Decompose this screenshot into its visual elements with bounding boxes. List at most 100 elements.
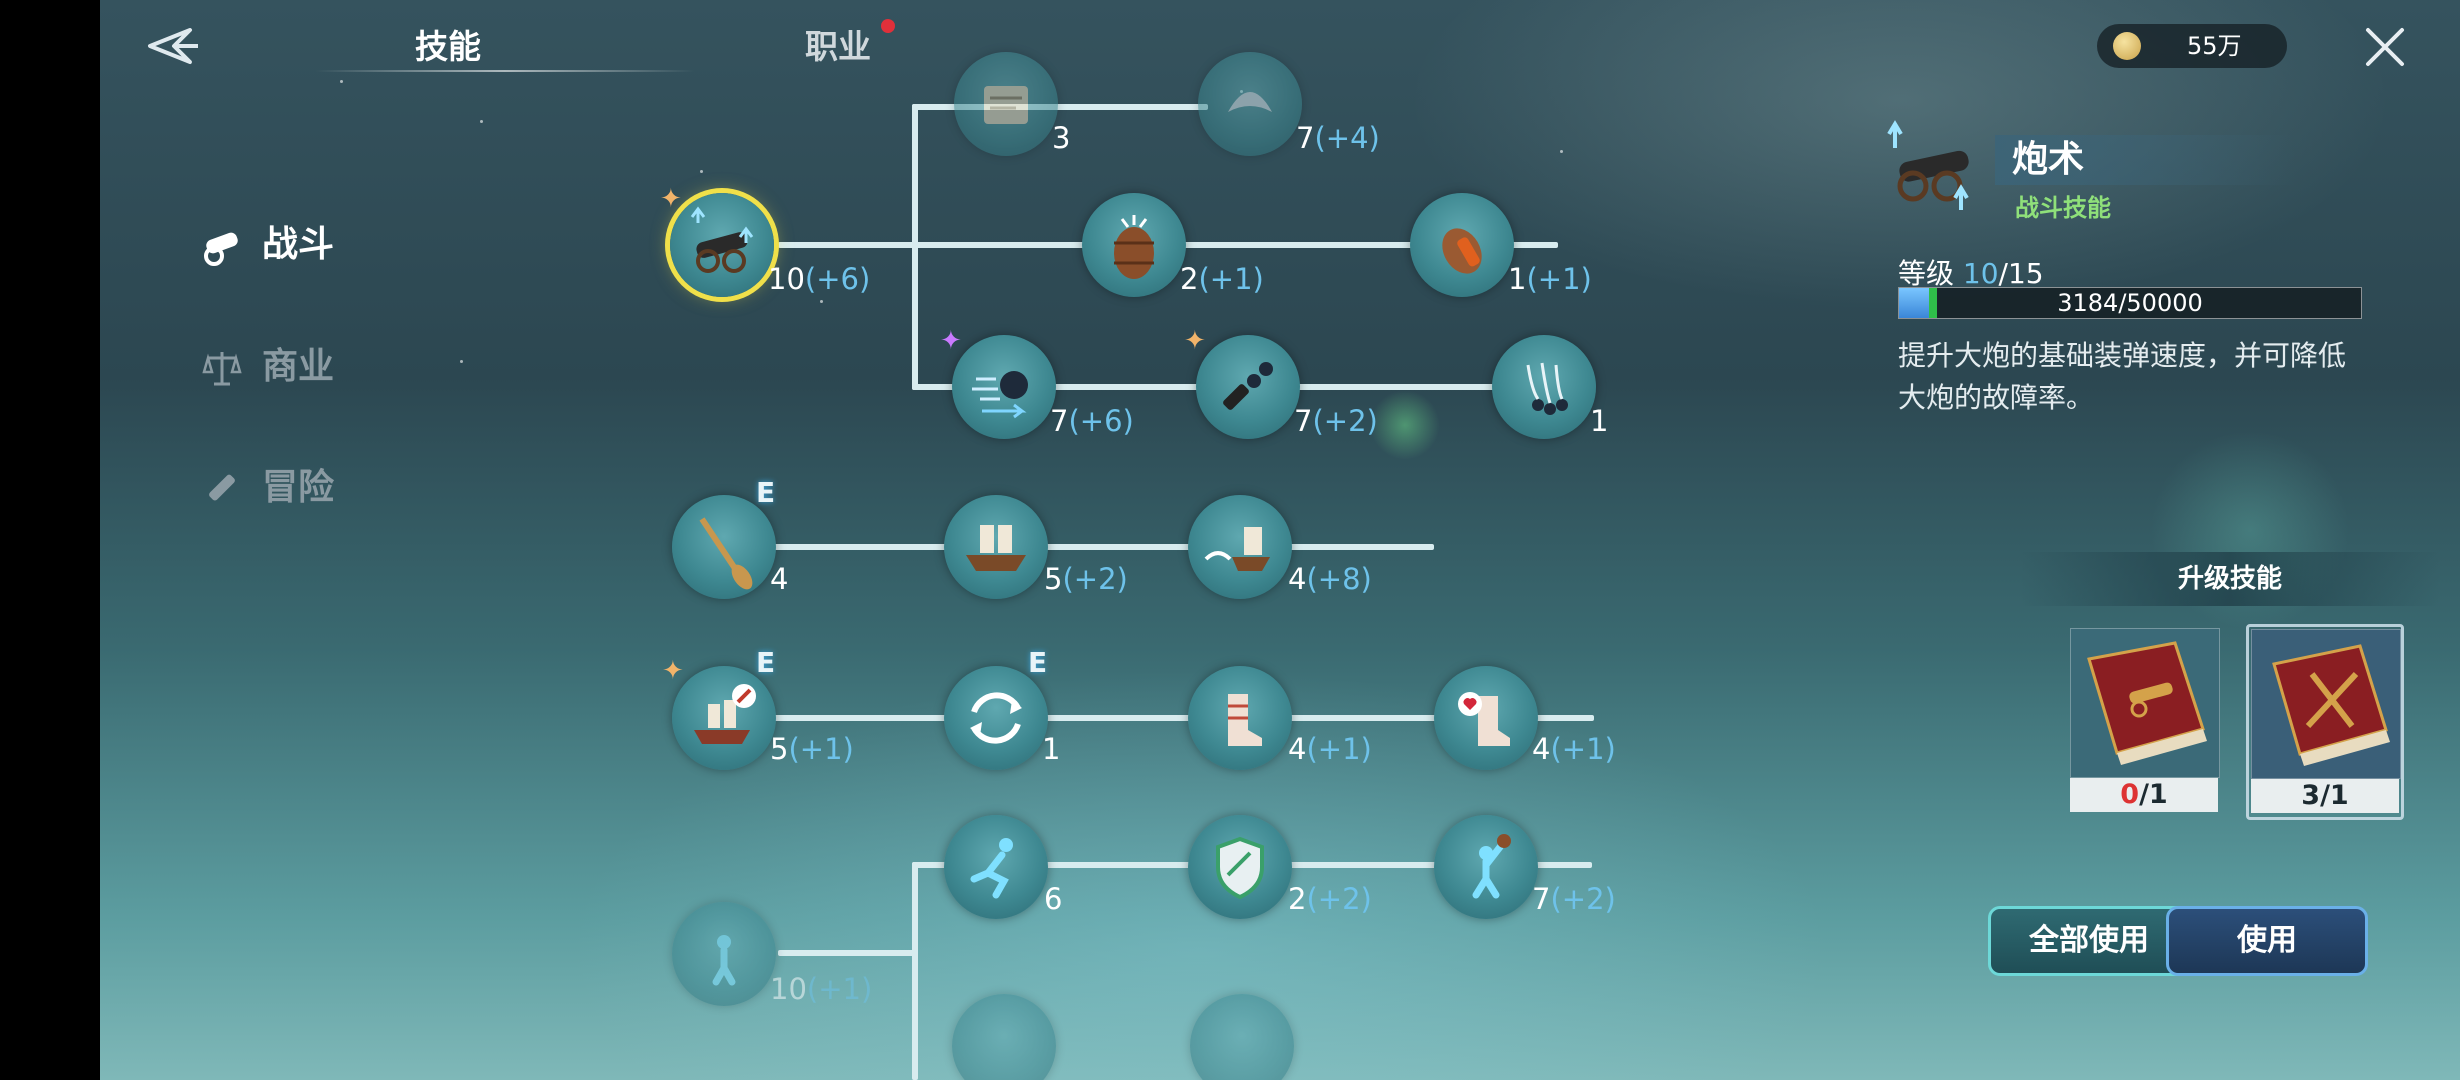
skill-node-chain-shot[interactable] — [1196, 335, 1300, 439]
power-up-icon — [712, 935, 736, 986]
category-commerce[interactable]: 商业 — [200, 337, 334, 397]
shield-icon — [1216, 836, 1264, 900]
skill-node-ship-repair[interactable] — [672, 666, 776, 770]
scatter-shot-icon — [1526, 362, 1568, 415]
skill-level: 4 — [770, 562, 789, 596]
cannon-icon — [690, 206, 754, 273]
tree-connector — [724, 715, 1594, 721]
skill-level: 1 — [1590, 404, 1609, 438]
tab-career[interactable]: 职业 — [805, 27, 871, 66]
book-art — [2251, 629, 2401, 779]
experience-fill-tip — [1929, 288, 1937, 318]
skill-node-hidden[interactable] — [952, 994, 1056, 1080]
use-all-button[interactable]: 全部使用 — [1988, 906, 2190, 976]
skill-node-powder-barrel[interactable] — [1082, 193, 1186, 297]
skill-node-oar[interactable] — [672, 495, 776, 599]
skill-node-scatter-shot[interactable] — [1492, 335, 1596, 439]
book-art — [2070, 628, 2220, 778]
category-label: 商业 — [262, 346, 335, 387]
skill-level: 4(+8) — [1288, 562, 1372, 596]
sparkle-icon: ✦ — [940, 326, 962, 356]
sparkle-icon: ✦ — [662, 656, 684, 686]
equip-badge: E — [1028, 646, 1048, 679]
equip-badge: E — [756, 646, 776, 679]
star-sparkle — [700, 170, 703, 173]
skill-type: 战斗技能 — [2015, 194, 2111, 222]
skill-node-cannon[interactable] — [670, 193, 774, 297]
red-cannon-book-icon — [2087, 641, 2207, 765]
skill-node-repair[interactable] — [1410, 193, 1514, 297]
oar-icon — [699, 517, 753, 590]
sprint-icon — [970, 838, 1013, 899]
telescope-icon — [209, 474, 235, 501]
red-sword-book-icon — [2272, 644, 2390, 766]
currency-value: 55万 — [2187, 32, 2242, 60]
bandage-icon — [1228, 694, 1262, 746]
star-sparkle — [480, 120, 483, 123]
gold-coin-icon — [2113, 32, 2141, 60]
category-label: 战斗 — [262, 224, 335, 265]
skill-node-cycle[interactable] — [944, 666, 1048, 770]
chain-shot-icon — [1223, 362, 1273, 410]
ship-ram-icon — [966, 525, 1026, 571]
skill-node-power-up[interactable] — [672, 902, 776, 1006]
experience-fill — [1899, 288, 1929, 318]
skill-level: 10(+1) — [770, 972, 873, 1006]
wings-icon — [1228, 92, 1272, 112]
skill-level: 5(+1) — [770, 732, 854, 766]
skill-node-heal-bandage[interactable] — [1434, 666, 1538, 770]
skill-node-wings[interactable] — [1198, 52, 1302, 156]
skill-node-map[interactable] — [954, 52, 1058, 156]
category-label: 冒险 — [262, 467, 335, 508]
game-screen: 技能 职业 55万 战斗 商业 冒险 — [100, 0, 2460, 1080]
ship-wake-icon — [1204, 527, 1270, 571]
skill-level: 5(+2) — [1044, 562, 1128, 596]
skill-level: 2(+1) — [1180, 262, 1264, 296]
upgrade-book-card[interactable]: 0/1 — [2070, 628, 2220, 814]
back-button[interactable] — [140, 22, 200, 70]
skill-title-bar — [1995, 135, 2295, 185]
category-adventure[interactable]: 冒险 — [200, 458, 334, 518]
powder-barrel-icon — [1114, 215, 1154, 279]
tree-connector — [724, 544, 1434, 550]
star-sparkle — [460, 360, 463, 363]
equip-badge: E — [756, 476, 776, 509]
category-combat[interactable]: 战斗 — [200, 215, 334, 275]
skill-node-bandage[interactable] — [1188, 666, 1292, 770]
back-arrow-icon — [148, 28, 198, 64]
thrower-icon — [1472, 834, 1511, 899]
upgrade-header — [2020, 552, 2440, 606]
skill-level: 2(+2) — [1288, 882, 1372, 916]
skill-tree: 3 7(+4) ✦ 10(+6) 2(+1) — [100, 0, 1720, 1080]
use-button[interactable]: 使用 — [2166, 906, 2368, 976]
sparkle-icon: ✦ — [660, 184, 682, 214]
cannonball-icon — [972, 371, 1028, 419]
experience-text: 3184/50000 — [2057, 289, 2203, 317]
upgrade-title: 升级技能 — [2177, 564, 2282, 594]
skill-node-ship-ram[interactable] — [944, 495, 1048, 599]
skill-level-label: 等级 10/15 — [1898, 257, 2044, 290]
skill-level: 6 — [1044, 882, 1063, 916]
tree-connector — [912, 104, 1208, 110]
upgrade-book-card-selected[interactable]: 3/1 — [2246, 624, 2404, 820]
skill-description: 提升大炮的基础装弹速度，并可降低大炮的故障率。 — [1898, 339, 2347, 414]
tab-skills[interactable]: 技能 — [415, 27, 481, 66]
skill-level: 4(+1) — [1532, 732, 1616, 766]
repair-icon — [1442, 228, 1482, 274]
skill-level: 7(+4) — [1296, 121, 1380, 155]
skill-node-cannonball[interactable] — [952, 335, 1056, 439]
close-button[interactable] — [2362, 24, 2408, 70]
skill-level: 4(+1) — [1288, 732, 1372, 766]
skill-level: 3 — [1052, 121, 1071, 155]
skill-node-thrower[interactable] — [1434, 815, 1538, 919]
skill-node-hidden[interactable] — [1190, 994, 1294, 1080]
heal-bandage-icon — [1458, 692, 1510, 746]
book-count: 3/1 — [2251, 779, 2399, 813]
skill-node-shield[interactable] — [1188, 815, 1292, 919]
light-glow — [1370, 390, 1440, 460]
star-sparkle — [820, 300, 823, 303]
skill-node-sprint[interactable] — [944, 815, 1048, 919]
tree-connector — [778, 950, 918, 956]
skill-node-ship-wake[interactable] — [1188, 495, 1292, 599]
star-sparkle — [1560, 150, 1563, 153]
